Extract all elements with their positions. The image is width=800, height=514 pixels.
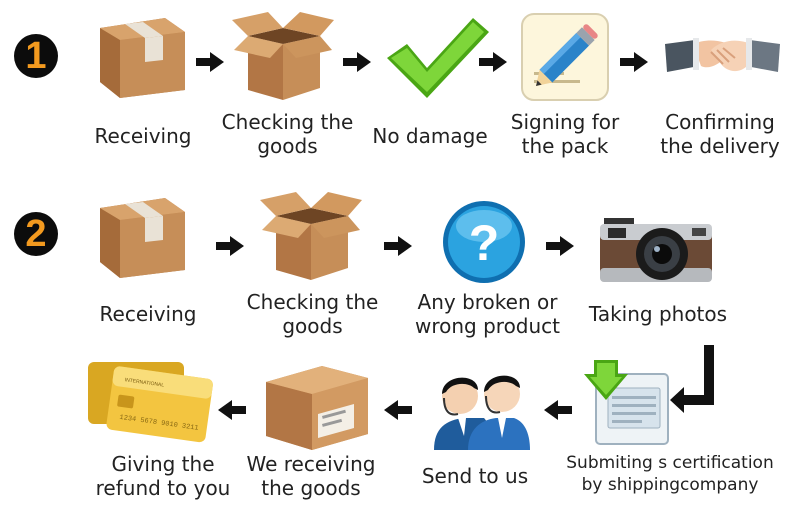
- camera-icon: [598, 208, 716, 286]
- open-box-icon: [256, 186, 366, 282]
- step-label-signing: Signing for the pack: [510, 110, 620, 158]
- closed-box-icon: [95, 10, 190, 100]
- arrow-left-icon: [544, 400, 572, 420]
- handshake-icon: [665, 30, 780, 90]
- step-label-refund: Giving the refund to you: [95, 452, 231, 500]
- step-label-taking-photos: Taking photos: [588, 302, 728, 326]
- arrow-right-icon: [546, 236, 574, 256]
- step-number-1: 1: [14, 34, 58, 78]
- step-label-certification: Submiting s certification by shippingcom…: [566, 453, 774, 495]
- arrow-right-icon: [620, 52, 648, 72]
- step-label-receiving-2: Receiving: [99, 302, 197, 326]
- pencil-icon: [520, 12, 610, 102]
- svg-text:?: ?: [469, 215, 500, 271]
- step-label-broken: Any broken or wrong product: [414, 290, 561, 338]
- step-label-we-receiving: We receiving the goods: [246, 452, 376, 500]
- arrow-right-icon: [384, 236, 412, 256]
- arrow-right-icon: [343, 52, 371, 72]
- check-mark-icon: [385, 14, 490, 99]
- arrow-right-icon: [196, 52, 224, 72]
- arrow-left-icon: [218, 400, 246, 420]
- arrow-left-icon: [384, 400, 412, 420]
- step-label-receiving: Receiving: [94, 124, 192, 148]
- step-number-2: 2: [14, 212, 58, 256]
- credit-card-icon: INTERNATIONAL 1234 5678 9010 3211: [88, 362, 213, 444]
- arrow-right-icon: [216, 236, 244, 256]
- package-icon: [262, 356, 372, 452]
- step-label-confirming: Confirming the delivery: [660, 110, 780, 158]
- closed-box-icon: [95, 190, 190, 280]
- card-brand-text: INTERNATIONAL: [124, 377, 164, 388]
- step-label-checking-2: Checking the goods: [246, 290, 379, 338]
- step-label-no-damage: No damage: [372, 124, 488, 148]
- question-icon: ?: [442, 200, 526, 284]
- step-label-checking: Checking the goods: [221, 110, 354, 158]
- customer-service-icon: [430, 358, 530, 450]
- certificate-icon: [584, 360, 672, 446]
- open-box-icon: [228, 6, 338, 102]
- arrow-right-icon: [479, 52, 507, 72]
- step-label-send-to-us: Send to us: [421, 464, 529, 488]
- arrow-down-left-icon: [670, 345, 720, 415]
